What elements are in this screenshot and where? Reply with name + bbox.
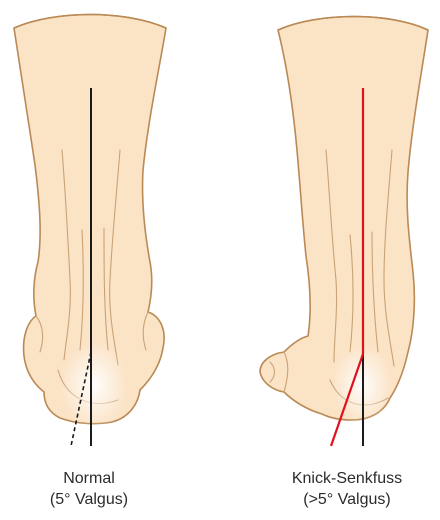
normal-foot-illustration [14,15,166,447]
flatfoot-illustration [260,17,428,447]
normal-caption: Normal (5° Valgus) [4,468,174,510]
normal-caption-title: Normal [4,468,174,489]
flatfoot-caption-title: Knick-Senkfuss [262,468,432,489]
flatfoot-caption-note: (>5° Valgus) [262,489,432,510]
flatfoot-caption: Knick-Senkfuss (>5° Valgus) [262,468,432,510]
normal-heel-highlight [60,341,128,429]
normal-caption-note: (5° Valgus) [4,489,174,510]
